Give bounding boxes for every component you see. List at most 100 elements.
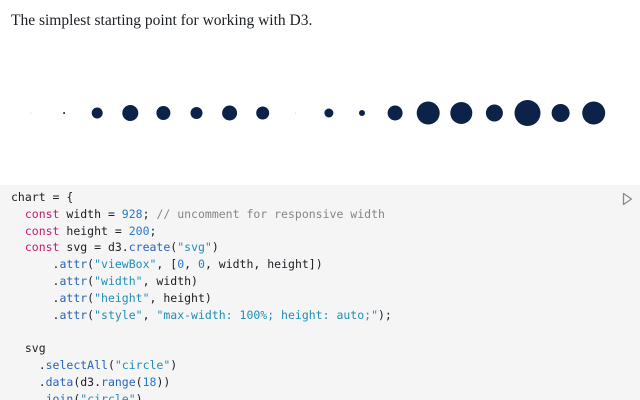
circle-mark bbox=[387, 105, 403, 121]
code-token: . bbox=[11, 374, 46, 389]
code-token: const bbox=[24, 223, 60, 238]
code-token: svg bbox=[11, 341, 46, 356]
code-line: chart = { bbox=[11, 189, 392, 206]
code-token: . bbox=[11, 290, 60, 305]
code-token: "circle" bbox=[80, 391, 136, 400]
code-token: data bbox=[45, 374, 74, 389]
code-token: attr bbox=[59, 307, 88, 322]
circle-mark bbox=[190, 107, 203, 119]
code-token: svg = d3. bbox=[59, 240, 129, 255]
code-token: attr bbox=[59, 257, 88, 272]
code-token: ); bbox=[378, 307, 392, 322]
code-token bbox=[11, 240, 25, 254]
code-line: .join("circle") bbox=[11, 391, 392, 400]
code-token: , width, height]) bbox=[204, 257, 323, 272]
code-token: const bbox=[24, 206, 60, 221]
code-token: . bbox=[11, 273, 60, 288]
code-token: , height) bbox=[149, 290, 212, 305]
circle-mark bbox=[324, 108, 334, 118]
code-line: .attr("height", height) bbox=[11, 290, 392, 307]
code-token: "width" bbox=[94, 273, 143, 288]
intro-text: The simplest starting point for working … bbox=[11, 12, 313, 29]
code-token: "svg" bbox=[177, 240, 212, 255]
code-token: ( bbox=[87, 290, 95, 305]
code-token: const bbox=[24, 240, 60, 255]
circle-mark bbox=[485, 104, 503, 122]
code-token: ( bbox=[73, 391, 81, 400]
code-line bbox=[11, 323, 392, 340]
circle-mark bbox=[416, 101, 440, 125]
code-cell[interactable]: chart = { const width = 928; // uncommen… bbox=[0, 185, 640, 400]
code-token: "height" bbox=[94, 290, 150, 305]
circle-mark bbox=[156, 106, 171, 120]
code-token: 0 bbox=[177, 257, 185, 272]
circle-mark bbox=[30, 112, 32, 114]
code-token: attr bbox=[59, 273, 88, 288]
circle-mark bbox=[91, 107, 103, 119]
code-token: "viewBox" bbox=[94, 257, 157, 272]
code-token: ) bbox=[211, 240, 219, 255]
code-token: . bbox=[11, 357, 46, 372]
code-token: ( bbox=[87, 273, 95, 288]
code-block[interactable]: chart = { const width = 928; // uncommen… bbox=[11, 189, 392, 400]
code-token: 928 bbox=[121, 206, 143, 221]
code-line: const svg = d3.create("svg") bbox=[11, 239, 392, 256]
code-token: 0 bbox=[198, 257, 205, 272]
code-token: (d3. bbox=[73, 374, 102, 389]
code-token: , [ bbox=[156, 257, 178, 272]
code-token: ( bbox=[87, 307, 95, 322]
play-icon[interactable] bbox=[619, 191, 635, 207]
code-token: ( bbox=[135, 374, 143, 389]
circle-mark bbox=[359, 110, 365, 116]
code-token: ) bbox=[170, 357, 178, 372]
code-token: chart = { bbox=[11, 190, 74, 204]
code-line: .attr("style", "max-width: 100%; height:… bbox=[11, 307, 392, 324]
code-token: ( bbox=[107, 357, 115, 372]
code-token: join bbox=[45, 391, 74, 400]
code-token: "style" bbox=[94, 307, 143, 322]
code-token: . bbox=[11, 257, 60, 272]
circle-mark bbox=[514, 100, 541, 126]
circle-mark bbox=[63, 112, 66, 114]
code-token: , bbox=[184, 257, 198, 272]
code-line: .selectAll("circle") bbox=[11, 357, 392, 374]
circle-mark bbox=[122, 105, 139, 121]
code-token: ( bbox=[87, 257, 95, 272]
code-token: height = bbox=[59, 223, 129, 238]
code-line: const height = 200; bbox=[11, 223, 392, 240]
code-token: // uncomment for responsive width bbox=[156, 206, 385, 221]
code-token: range bbox=[101, 374, 136, 389]
code-token: create bbox=[128, 240, 171, 255]
code-line: .attr("width", width) bbox=[11, 273, 392, 290]
code-token: )) bbox=[156, 374, 171, 389]
code-token: "max-width: 100%; height: auto;" bbox=[156, 307, 378, 322]
circle-mark bbox=[582, 101, 606, 125]
circle-mark bbox=[450, 102, 473, 124]
code-token: ; bbox=[149, 223, 157, 238]
code-token bbox=[11, 207, 25, 221]
code-token bbox=[11, 224, 25, 238]
code-line: .data(d3.range(18)) bbox=[11, 374, 392, 391]
code-token: attr bbox=[59, 290, 88, 305]
circle-mark bbox=[295, 112, 297, 114]
code-token: ( bbox=[170, 240, 178, 255]
code-token: ) bbox=[135, 391, 143, 400]
circle-mark bbox=[222, 105, 238, 121]
code-line: const width = 928; // uncomment for resp… bbox=[11, 206, 392, 223]
code-token: "circle" bbox=[114, 357, 171, 372]
code-token: selectAll bbox=[45, 357, 108, 372]
code-token: 200 bbox=[128, 223, 150, 238]
circles-chart bbox=[30, 100, 606, 126]
circle-mark bbox=[256, 106, 270, 120]
code-token: . bbox=[11, 307, 60, 322]
code-token: , bbox=[142, 307, 157, 322]
code-token: width = bbox=[59, 206, 122, 221]
code-line: .attr("viewBox", [0, 0, width, height]) bbox=[11, 256, 392, 273]
code-token: , width) bbox=[142, 273, 198, 288]
code-line: svg bbox=[11, 340, 392, 357]
code-token: 18 bbox=[142, 374, 157, 389]
circle-mark bbox=[551, 104, 570, 122]
code-token: . bbox=[11, 391, 46, 400]
code-token: ; bbox=[142, 206, 157, 221]
